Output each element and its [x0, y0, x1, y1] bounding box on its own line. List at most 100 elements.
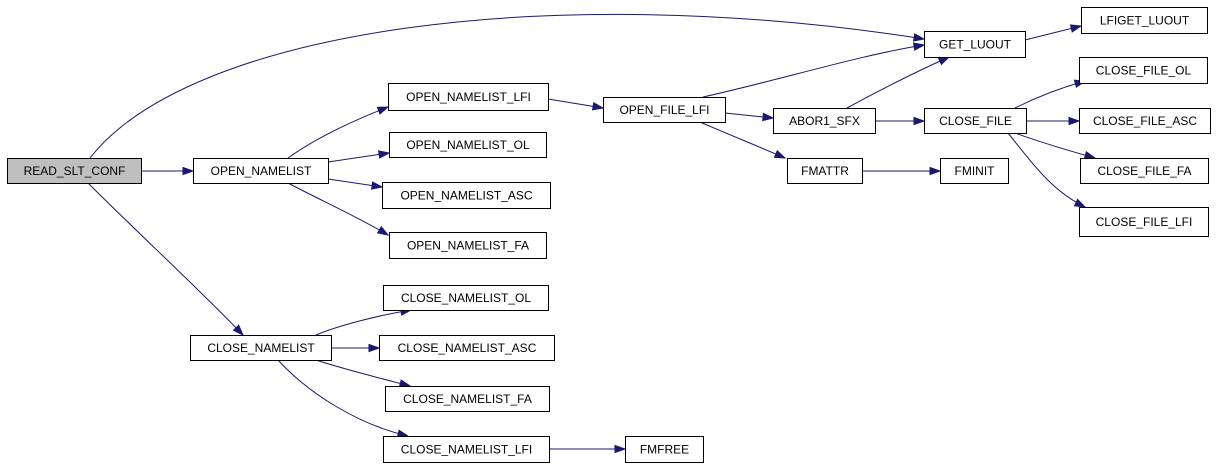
node-fminit[interactable]: FMINIT — [940, 158, 1009, 184]
edge-open_namelist-to-open_namelist_asc — [327, 178, 384, 190]
arrow-head-icon — [1068, 116, 1081, 126]
node-fmattr[interactable]: FMATTR — [787, 158, 863, 184]
node-box — [1079, 57, 1208, 84]
edge-close_namelist-to-close_namelist_asc — [331, 343, 381, 353]
edge-open_namelist-to-open_namelist_fa — [287, 182, 390, 236]
edge-line — [1007, 132, 1086, 208]
node-box — [924, 108, 1027, 134]
edge-read_slt_conf-to-close_namelist — [87, 182, 245, 337]
edge-close_file-to-close_file_ol — [1014, 79, 1087, 109]
arrow-head-icon — [368, 343, 381, 353]
edge-line — [87, 182, 244, 336]
node-open-namelist-lfi[interactable]: OPEN_NAMELIST_LFI — [388, 83, 549, 111]
edge-open_file_lfi-to-abor1_sfx — [724, 112, 775, 122]
node-close-file-lfi[interactable]: CLOSE_FILE_LFI — [1079, 207, 1209, 237]
node-close-namelist-lfi[interactable]: CLOSE_NAMELIST_LFI — [383, 436, 550, 463]
edge-close_namelist_lfi-to-fmfree — [549, 444, 627, 454]
edge-abor1_sfx-to-get_luout — [846, 56, 951, 109]
node-box — [190, 335, 332, 361]
node-close-namelist[interactable]: CLOSE_NAMELIST — [190, 335, 332, 361]
node-box — [383, 285, 549, 311]
node-box — [389, 232, 547, 259]
node-label: CLOSE_NAMELIST_ASC — [398, 341, 537, 355]
edge-open_file_lfi-to-fmattr — [699, 121, 787, 159]
node-open-namelist-ol[interactable]: OPEN_NAMELIST_OL — [389, 132, 547, 158]
edge-read_slt_conf-to-open_namelist — [141, 166, 195, 176]
node-box — [1079, 108, 1211, 134]
node-box — [389, 132, 547, 158]
arrow-head-icon — [376, 106, 390, 115]
node-close-file-fa[interactable]: CLOSE_FILE_FA — [1080, 158, 1209, 184]
node-abor1-sfx[interactable]: ABOR1_SFX — [773, 108, 876, 134]
arrow-head-icon — [376, 225, 390, 236]
edge-line — [89, 13, 925, 159]
node-box — [773, 108, 876, 134]
node-label: OPEN_NAMELIST_ASC — [400, 189, 532, 203]
edges-layer — [87, 13, 1097, 454]
edge-close_file-to-close_file_lfi — [1007, 132, 1087, 208]
node-label: CLOSE_NAMELIST — [207, 341, 315, 355]
node-label: READ_SLT_CONF — [24, 164, 126, 178]
arrow-head-icon — [762, 112, 775, 122]
edge-read_slt_conf-to-get_luout — [89, 13, 926, 159]
node-box — [385, 386, 550, 412]
edge-close_namelist-to-close_namelist_ol — [315, 307, 413, 336]
arrow-head-icon — [913, 116, 926, 126]
node-box — [193, 158, 329, 184]
node-box — [383, 436, 550, 463]
edge-line — [1014, 80, 1086, 109]
node-close-namelist-asc[interactable]: CLOSE_NAMELIST_ASC — [379, 335, 555, 361]
node-label: FMINIT — [955, 164, 996, 178]
arrow-head-icon — [591, 102, 605, 111]
node-box — [1081, 7, 1208, 34]
edge-close_file-to-close_file_asc — [1026, 116, 1081, 126]
arrow-head-icon — [773, 149, 787, 159]
arrow-head-icon — [912, 42, 926, 51]
node-label: CLOSE_FILE_OL — [1096, 64, 1192, 78]
arrow-head-icon — [1069, 24, 1083, 33]
node-box — [940, 158, 1009, 184]
node-fmfree[interactable]: FMFREE — [625, 436, 704, 463]
node-open-namelist-asc[interactable]: OPEN_NAMELIST_ASC — [382, 182, 551, 209]
node-label: CLOSE_FILE_FA — [1097, 164, 1191, 178]
node-box — [379, 335, 555, 361]
arrow-head-icon — [1083, 151, 1097, 160]
node-read-slt-conf[interactable]: READ_SLT_CONF — [7, 158, 142, 184]
arrow-head-icon — [614, 444, 627, 454]
edge-line — [315, 359, 411, 387]
node-lfiget-luout[interactable]: LFIGET_LUOUT — [1081, 7, 1208, 34]
node-label: CLOSE_NAMELIST_FA — [403, 392, 532, 406]
node-label: OPEN_NAMELIST_LFI — [406, 90, 531, 104]
edge-close_file-to-close_file_fa — [1014, 132, 1097, 160]
node-open-namelist-fa[interactable]: OPEN_NAMELIST_FA — [389, 232, 547, 259]
node-close-file-asc[interactable]: CLOSE_FILE_ASC — [1079, 108, 1211, 134]
node-label: CLOSE_NAMELIST_OL — [401, 291, 531, 305]
edge-open_namelist_lfi-to-open_file_lfi — [547, 98, 605, 111]
node-box — [924, 31, 1026, 58]
arrow-head-icon — [937, 56, 951, 66]
edge-line — [846, 56, 950, 109]
node-open-file-lfi[interactable]: OPEN_FILE_LFI — [603, 97, 726, 123]
node-box — [7, 158, 142, 184]
node-close-namelist-fa[interactable]: CLOSE_NAMELIST_FA — [385, 386, 550, 412]
node-close-file-ol[interactable]: CLOSE_FILE_OL — [1079, 57, 1208, 84]
arrow-head-icon — [929, 166, 942, 176]
edge-open_namelist-to-open_namelist_lfi — [287, 106, 390, 159]
node-box — [1079, 207, 1209, 237]
edge-open_file_lfi-to-get_luout — [702, 42, 926, 98]
node-get-luout[interactable]: GET_LUOUT — [924, 31, 1026, 58]
node-close-file[interactable]: CLOSE_FILE — [924, 108, 1027, 134]
node-label: CLOSE_FILE — [939, 114, 1012, 128]
node-label: OPEN_FILE_LFI — [619, 103, 709, 117]
edge-line — [699, 121, 786, 159]
node-box — [625, 436, 704, 463]
node-label: OPEN_NAMELIST — [211, 164, 312, 178]
node-open-namelist[interactable]: OPEN_NAMELIST — [193, 158, 329, 184]
node-box — [1080, 158, 1209, 184]
edge-abor1_sfx-to-close_file — [875, 116, 926, 126]
node-label: ABOR1_SFX — [789, 114, 860, 128]
node-close-namelist-ol[interactable]: CLOSE_NAMELIST_OL — [383, 285, 549, 311]
edge-get_luout-to-lfiget_luout — [1024, 24, 1083, 41]
edge-line — [315, 309, 412, 336]
